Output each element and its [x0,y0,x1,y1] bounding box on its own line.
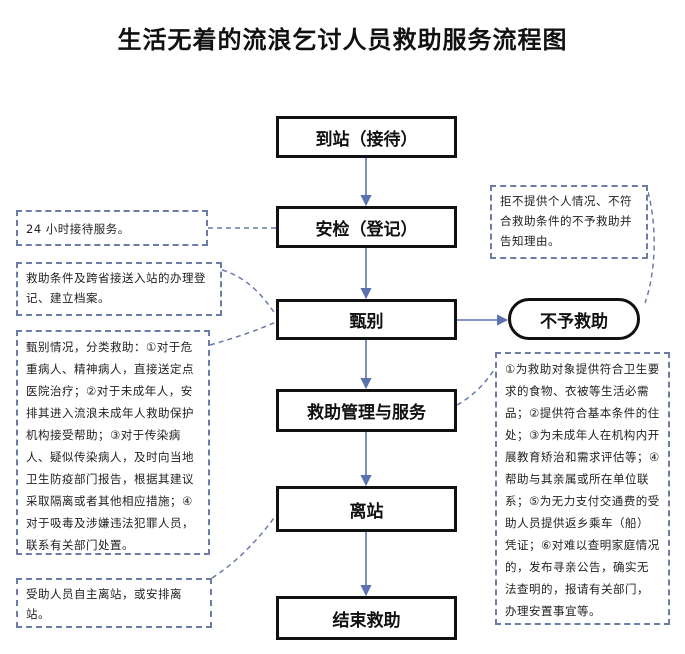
note-refusal: 拒不提供个人情况、不符合救助条件的不予救助并告知理由。 [490,185,648,259]
note-departure: 受助人员自主离站，或安排离站。 [16,578,212,628]
connector-departure [211,514,277,579]
note-reception: 24 小时接待服务。 [16,210,208,246]
connector-handover [221,269,277,316]
step-screening: 甄别 [276,299,457,340]
step-departure: 离站 [276,486,457,532]
reject-node: 不予救助 [508,298,640,340]
step-arrival: 到站（接待） [276,116,457,158]
step-end-assistance: 结束救助 [276,596,457,640]
note-handover: 救助条件及跨省接送入站的办理登记、建立档案。 [16,262,222,316]
step-screening-label: 甄别 [349,312,384,332]
step-assistance-management-label: 救助管理与服务 [307,403,426,423]
note-services: ①为救助对象提供符合卫生要求的食物、衣被等生活必需品；②提供符合基本条件的住处；… [495,352,670,625]
step-arrival-label: 到站（接待） [315,129,418,150]
step-departure-label: 离站 [349,501,384,522]
connector-refusal [644,191,655,304]
step-end-assistance-label: 结束救助 [332,610,401,631]
connector-screening [209,321,277,346]
reject-node-label: 不予救助 [540,311,608,332]
step-security-check-label: 安检（登记） [315,219,418,240]
note-screening: 甄别情况，分类救助：①对于危重病人、精神病人，直接送定点医院治疗；②对于未成年人… [16,330,210,555]
connector-services [456,367,496,406]
step-security-check: 安检（登记） [276,206,457,248]
page-title: 生活无着的流浪乞讨人员救助服务流程图 [117,26,568,54]
step-assistance-management: 救助管理与服务 [276,389,457,432]
